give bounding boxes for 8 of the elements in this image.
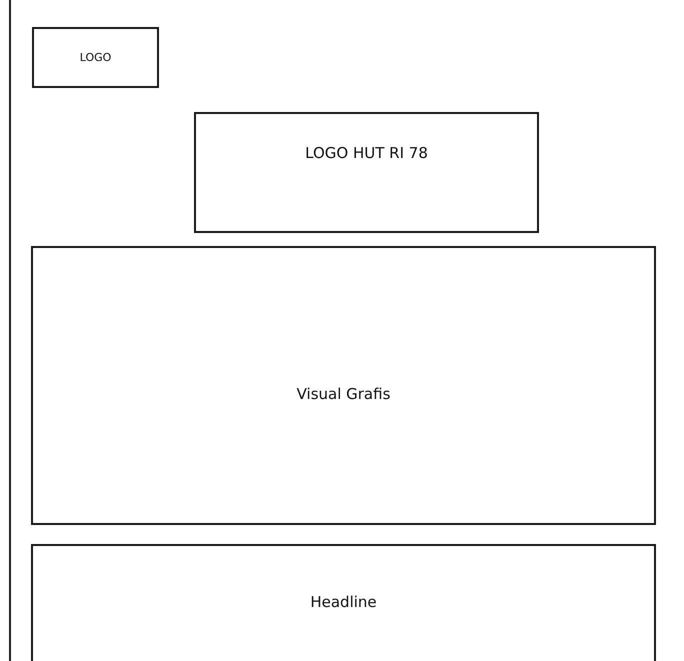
placeholder-box	[32, 27, 159, 88]
placeholder-label: Headline	[310, 593, 377, 611]
placeholder-label: LOGO	[80, 51, 112, 64]
placeholder-box	[31, 246, 656, 525]
placeholder-label: LOGO HUT RI 78	[305, 144, 428, 162]
placeholder-label: Visual Grafis	[296, 384, 390, 402]
placeholder-box	[31, 544, 656, 661]
placeholder-box	[194, 112, 539, 233]
